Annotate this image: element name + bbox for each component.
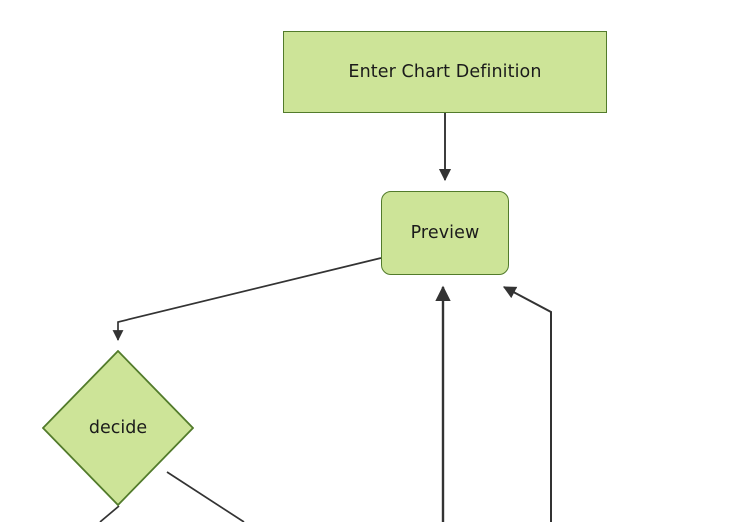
node-decide-label: decide	[88, 418, 148, 438]
node-decide[interactable]: decide	[42, 350, 194, 506]
edge-preview-to-decide	[112, 257, 382, 341]
edge-decide-down-left	[99, 505, 120, 522]
node-preview[interactable]: Preview	[381, 191, 509, 275]
node-enter-chart-definition[interactable]: Enter Chart Definition	[283, 31, 607, 113]
edge-decide-down-right	[166, 471, 245, 522]
diamond-shape	[42, 350, 194, 506]
node-enter-chart-definition-label: Enter Chart Definition	[348, 61, 542, 82]
edge-bottom-right-to-preview	[502, 286, 552, 522]
node-preview-label: Preview	[410, 222, 480, 243]
